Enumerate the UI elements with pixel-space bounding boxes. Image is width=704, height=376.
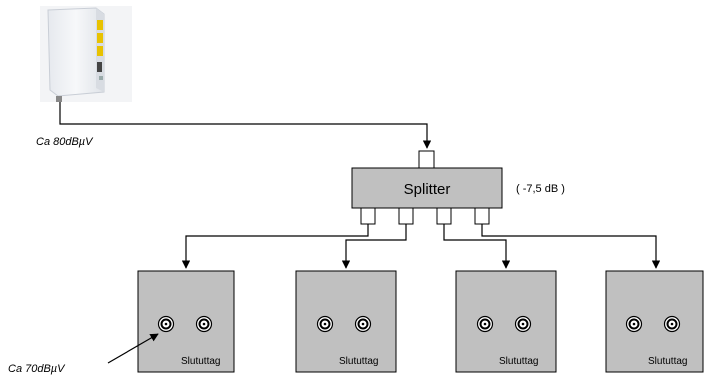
outlet-label: Slututtag xyxy=(499,356,538,367)
coax-socket-icon xyxy=(316,315,334,333)
output-cable xyxy=(341,224,407,269)
coax-socket-icon xyxy=(625,315,643,333)
outlet-level-pointer xyxy=(107,333,159,364)
splitter-output-port xyxy=(474,207,490,225)
wall-outlet: Slututtag xyxy=(605,270,704,373)
source-level-label: Ca 80dBµV xyxy=(36,136,94,148)
wall-outlet: Slututtag xyxy=(455,270,557,373)
splitter-label: Splitter xyxy=(404,181,451,198)
coax-socket-icon xyxy=(514,315,532,333)
output-cable xyxy=(443,224,511,269)
output-cable xyxy=(481,224,661,269)
router-device-icon xyxy=(40,6,132,102)
feed-cable xyxy=(59,102,432,149)
wall-outlet: Slututtag xyxy=(295,270,397,373)
splitter-attenuation-label: ( -7,5 dB ) xyxy=(516,183,565,195)
splitter-output-port xyxy=(436,207,452,225)
outlet-label: Slututtag xyxy=(181,356,220,367)
outlet-level-label: Ca 70dBµV xyxy=(8,363,66,375)
splitter-output-port xyxy=(398,207,414,225)
coax-socket-icon xyxy=(195,315,213,333)
outlet-label: Slututtag xyxy=(339,356,378,367)
splitter-input-port xyxy=(418,150,435,169)
wall-outlet: Slututtag xyxy=(137,270,235,373)
outlet-label: Slututtag xyxy=(648,356,687,367)
coax-socket-icon xyxy=(157,315,175,333)
coax-socket-icon xyxy=(354,315,372,333)
coax-socket-icon xyxy=(663,315,681,333)
splitter-box: Splitter xyxy=(351,167,503,209)
splitter-output-port xyxy=(360,207,376,225)
output-cable xyxy=(181,224,369,269)
coax-socket-icon xyxy=(476,315,494,333)
